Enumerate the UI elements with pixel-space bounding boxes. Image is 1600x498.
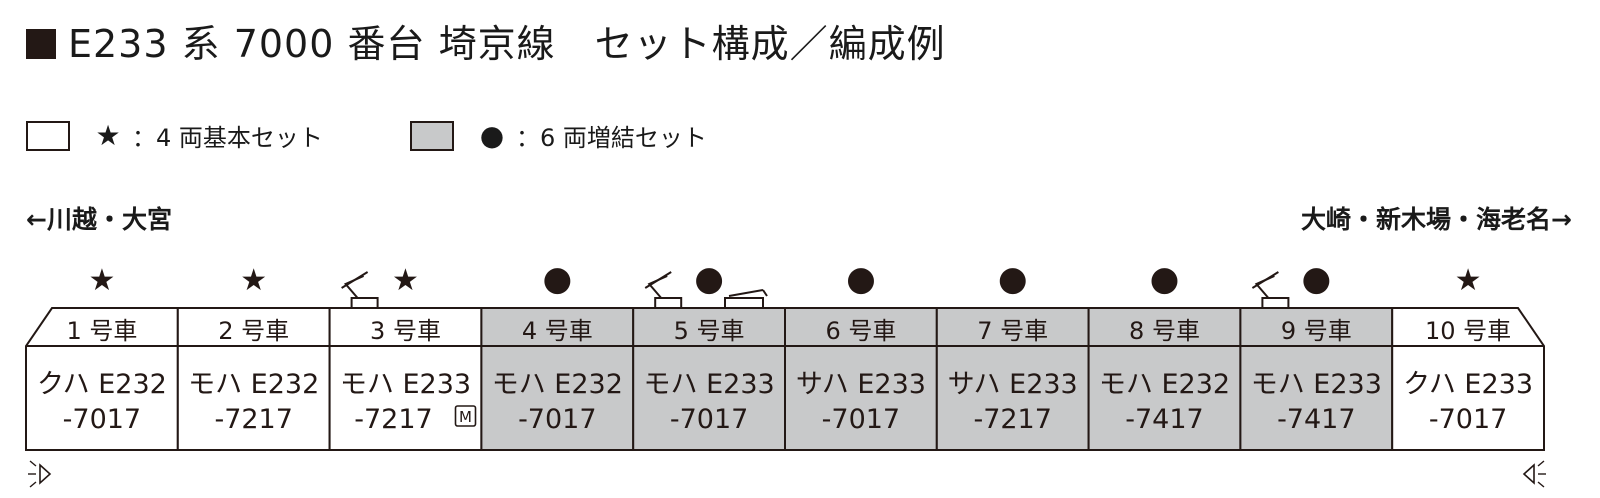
circle-icon: ● [846, 259, 876, 299]
car-id: -7417 [1125, 404, 1203, 435]
car-type: モハ E233 [340, 369, 471, 400]
car-number: 4 号車 [522, 317, 593, 345]
taillight-icon [1522, 460, 1546, 488]
circle-icon: ● [542, 259, 572, 299]
car-type: モハ E232 [492, 369, 623, 400]
car-type: モハ E232 [188, 369, 319, 400]
pantograph-icon [644, 271, 683, 309]
star-icon: ★ [392, 263, 419, 298]
circle-icon: ● [694, 259, 724, 299]
car-number: 3 号車 [370, 317, 441, 345]
car-body [1391, 307, 1545, 451]
car-type: モハ E233 [644, 369, 775, 400]
star-icon: ★ [88, 263, 115, 298]
legend-basic-swatch [26, 120, 70, 151]
circle-icon: ● [1301, 259, 1331, 299]
car-number: 9 号車 [1281, 317, 1352, 345]
circle-icon: ● [479, 119, 505, 152]
direction-right: 大崎・新木場・海老名→ [1301, 205, 1572, 234]
legend-basic-label: ：4 両基本セット [132, 124, 323, 152]
car-id: -7217 [354, 404, 432, 435]
car-type: モハ E233 [1251, 369, 1382, 400]
car-id: -7017 [822, 404, 900, 435]
motor-mark-icon: M [459, 408, 472, 426]
title-text: E233 系 7000 番台 埼京線 セット構成／編成例 [68, 22, 946, 66]
car-type: サハ E233 [948, 369, 1078, 400]
legend-extension-label: ：6 両増結セット [516, 124, 707, 152]
car-id: -7017 [1429, 404, 1507, 435]
page-title: E233 系 7000 番台 埼京線 セット構成／編成例 [26, 18, 946, 70]
car-number: 6 号車 [825, 317, 896, 345]
circle-icon: ● [998, 259, 1028, 299]
car-number: 8 号車 [1129, 317, 1200, 345]
star-icon: ★ [1455, 263, 1482, 298]
car-number: 1 号車 [66, 317, 137, 345]
legend-extension-swatch [410, 120, 454, 151]
car-type: クハ E232 [37, 369, 167, 400]
star-icon: ★ [95, 119, 121, 152]
star-icon: ★ [240, 263, 267, 298]
car-id: -7017 [63, 404, 141, 435]
pantograph-folded-icon [724, 289, 768, 309]
car-body [25, 307, 179, 451]
car-number: 10 号車 [1425, 317, 1511, 345]
legend-basic-set: ★ ：4 両基本セット [26, 118, 323, 153]
car-id: -7017 [518, 404, 596, 435]
car-id: -7217 [214, 404, 292, 435]
direction-left: ←川越・大宮 [26, 205, 172, 234]
pantograph-icon [341, 271, 379, 309]
car-number: 2 号車 [218, 317, 289, 345]
car-number: 5 号車 [674, 317, 745, 345]
title-square-icon [26, 29, 56, 59]
car-number: 7 号車 [977, 317, 1048, 345]
headlight-icon [28, 460, 52, 488]
car-id: -7417 [1277, 404, 1355, 435]
car-type: サハ E233 [796, 369, 926, 400]
car-id: -7017 [670, 404, 748, 435]
car-type: モハ E232 [1099, 369, 1230, 400]
car-type: クハ E233 [1403, 369, 1533, 400]
motor-mark-box [454, 405, 477, 427]
car-id: -7217 [973, 404, 1051, 435]
legend-extension-set: ● ：6 両増結セット [410, 118, 707, 153]
pantograph-icon [1251, 271, 1290, 309]
circle-icon: ● [1150, 259, 1180, 299]
